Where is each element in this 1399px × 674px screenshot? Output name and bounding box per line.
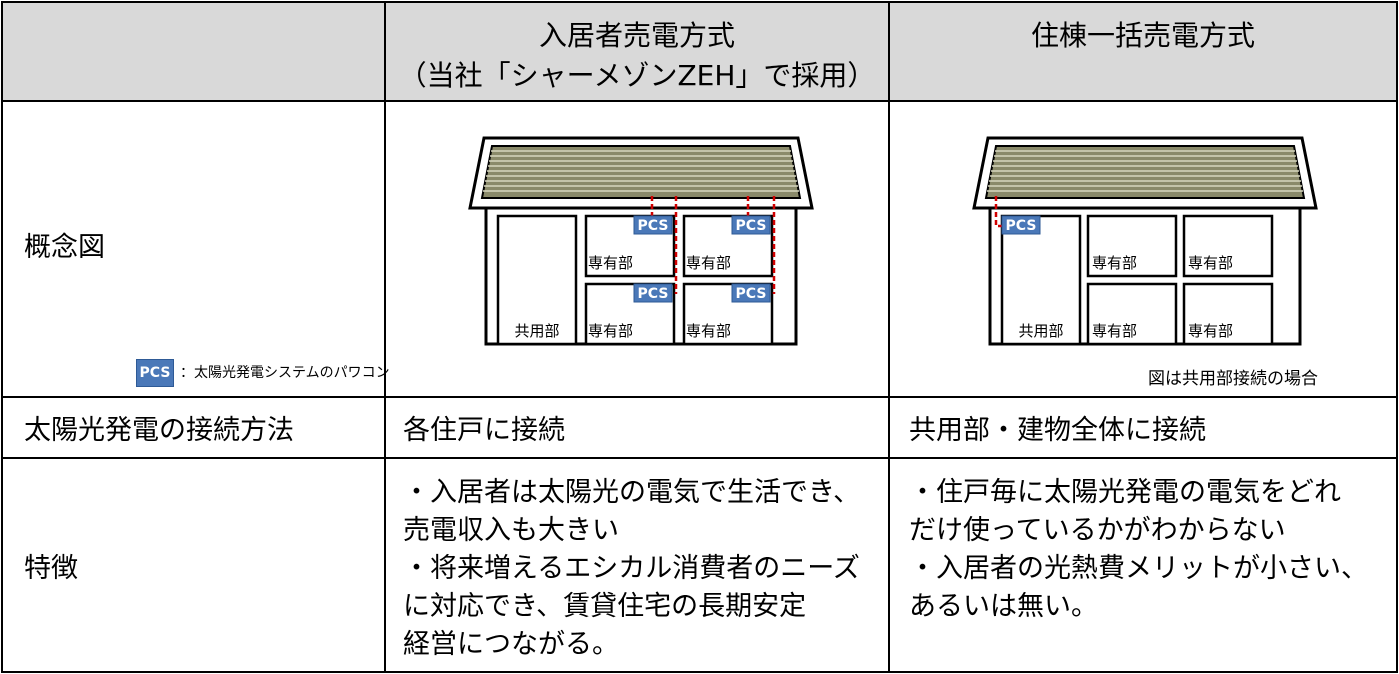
row-label-connection: 太陽光発電の接続方法	[2, 397, 385, 458]
grid-line	[1, 100, 1398, 102]
connection-resident-sale: 各住戸に接続	[385, 397, 889, 458]
header-resident-sale: 入居者売電方式 （当社「シャーメゾンZEH」で採用）	[385, 2, 889, 101]
diagram-building-sale: PCS 共用部 専有部 専有部 専有部 専有部	[972, 136, 1318, 346]
pcs-badge-text: PCS	[736, 218, 767, 234]
feature-line: だけ使っているかがわからない	[909, 515, 1286, 546]
header-title-line1: 入居者売電方式	[538, 19, 735, 52]
room-label-private: 専有部	[686, 322, 731, 340]
diagram-resident-sale: PCS PCS PCS PCS 共用部 専有部 専有部 専有部 専有部	[468, 136, 814, 346]
header-building-sale: 住棟一括売電方式	[889, 2, 1397, 101]
grid-line	[1, 1, 1398, 3]
pcs-badge-text: PCS	[1006, 218, 1037, 234]
header-empty-cell	[2, 2, 385, 101]
pcs-badge-text: PCS	[638, 286, 669, 302]
connection-text: 共用部・建物全体に接続	[909, 415, 1206, 446]
pcs-badge-text: PCS	[638, 218, 669, 234]
features-resident-sale: ・入居者は太陽光の電気で生活でき、 売電収入も大きい ・将来増えるエシカル消費者…	[385, 458, 889, 672]
features-building-sale: ・住戸毎に太陽光発電の電気をどれ だけ使っているかがわからない ・入居者の光熱費…	[889, 458, 1397, 672]
grid-line	[1, 1, 3, 673]
room-label-private: 専有部	[588, 254, 633, 272]
connection-label: 太陽光発電の接続方法	[24, 415, 294, 446]
room-label-private: 専有部	[588, 322, 633, 340]
header-title: 住棟一括売電方式	[1030, 19, 1255, 52]
feature-line: に対応でき、賃貸住宅の長期安定	[403, 591, 807, 622]
feature-line: 経営につながる。	[403, 629, 619, 660]
header-title-line2: （当社「シャーメゾンZEH」で採用）	[398, 59, 876, 92]
room-label-private: 専有部	[1092, 254, 1137, 272]
pcs-legend-text: ：太陽光発電システムのパワコン	[180, 365, 390, 381]
pcs-legend-badge: PCS	[136, 359, 174, 387]
feature-line: ・入居者は太陽光の電気で生活でき、	[403, 477, 861, 508]
feature-line: ・入居者の光熱費メリットが小さい、	[909, 553, 1368, 584]
room-label-private: 専有部	[1188, 254, 1233, 272]
pcs-badge-group: PCS PCS PCS PCS	[633, 215, 771, 303]
connection-building-sale: 共用部・建物全体に接続	[889, 397, 1397, 458]
grid-line	[1, 457, 1398, 459]
grid-line	[1396, 1, 1398, 673]
feature-line: 売電収入も大きい	[403, 515, 619, 546]
diagram-note: 図は共用部接続の場合	[1148, 369, 1318, 389]
grid-line	[384, 1, 386, 673]
room-label-private: 専有部	[686, 254, 731, 272]
row-label-concept: 概念図	[2, 101, 385, 397]
feature-line: あるいは無い。	[909, 591, 1098, 622]
room-label-private: 専有部	[1188, 322, 1233, 340]
row-label-features: 特徴	[2, 458, 385, 672]
pcs-badge-text: PCS	[736, 286, 767, 302]
feature-line: ・将来増えるエシカル消費者のニーズ	[403, 553, 860, 584]
grid-line	[888, 1, 890, 673]
features-label: 特徴	[24, 552, 78, 584]
room-label-common: 共用部	[514, 322, 559, 340]
grid-line	[1, 396, 1398, 398]
room-label-common: 共用部	[1018, 322, 1063, 340]
grid-line	[1, 671, 1398, 673]
concept-label: 概念図	[24, 231, 105, 263]
connection-text: 各住戸に接続	[403, 415, 565, 446]
room-label-private: 専有部	[1092, 322, 1137, 340]
feature-line: ・住戸毎に太陽光発電の電気をどれ	[909, 477, 1341, 508]
